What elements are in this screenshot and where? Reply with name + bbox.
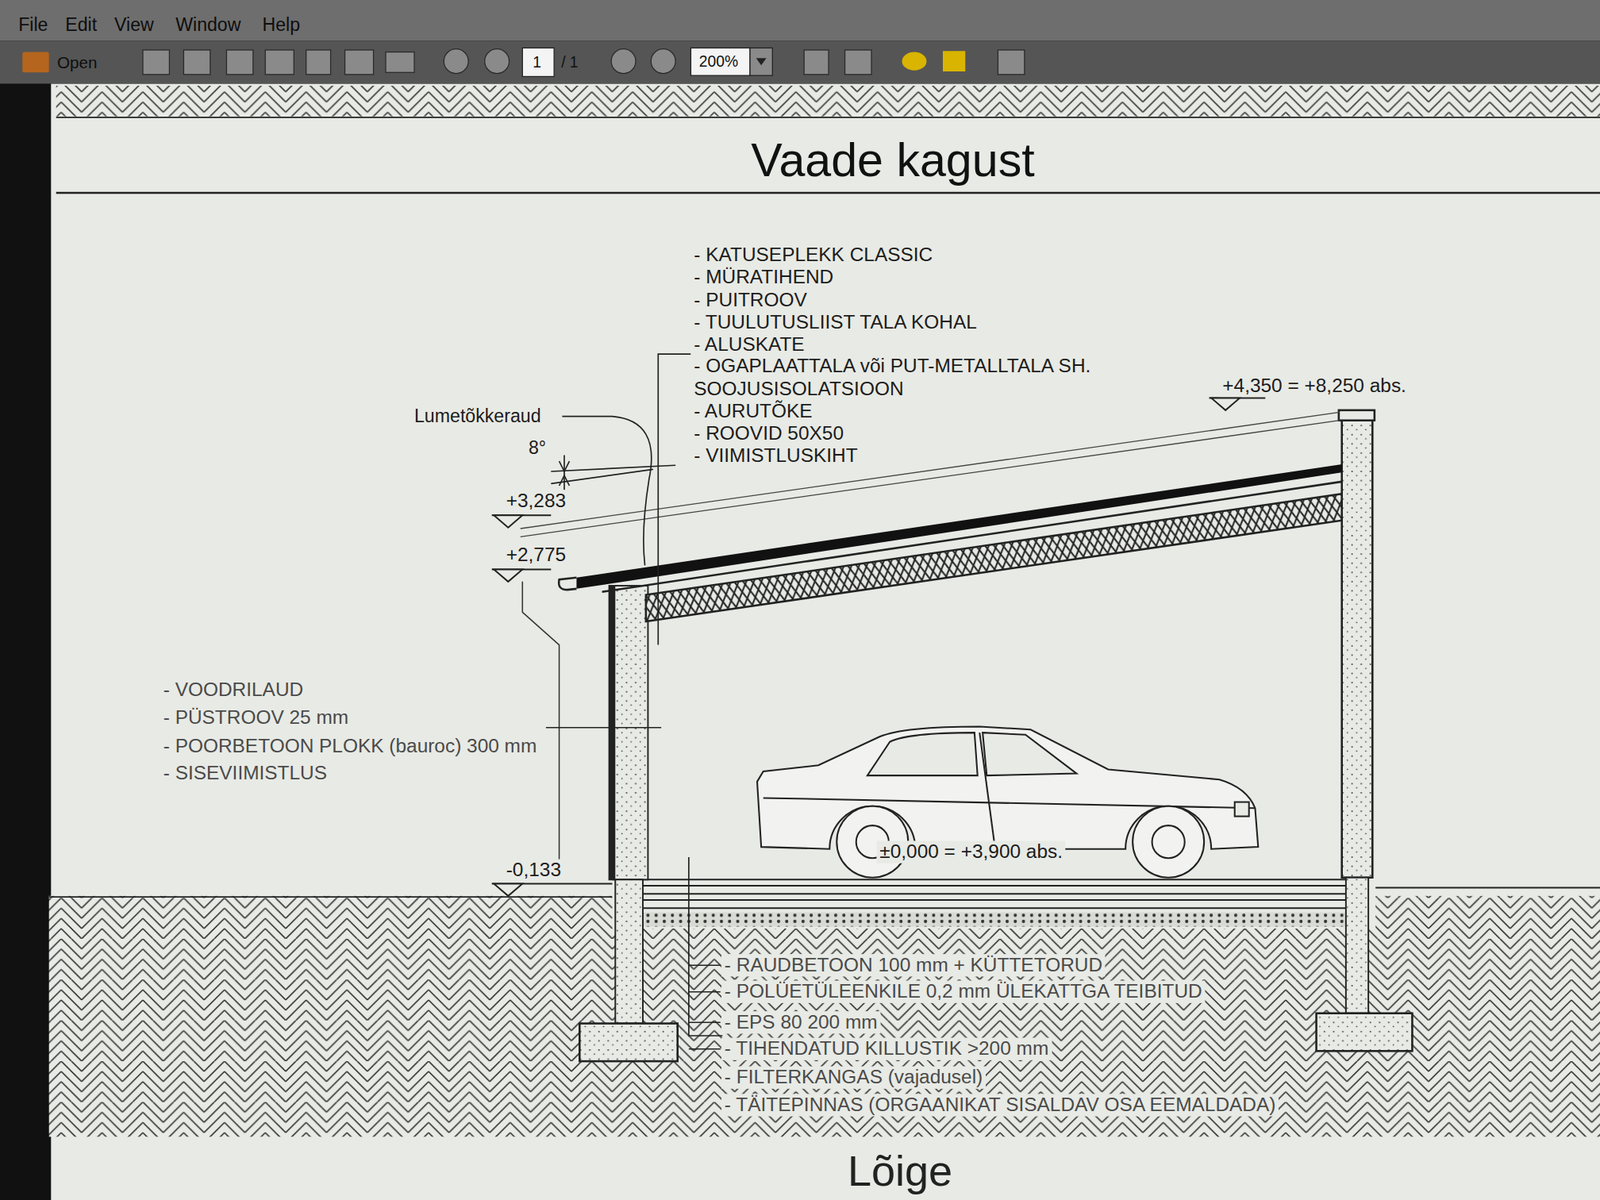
menu-item: Window (175, 13, 241, 36)
layer-note: - TIHENDATUD KILLUSTIK >200 mm (721, 1038, 1052, 1061)
menu-item: Help (261, 13, 300, 36)
level-mark: ±0,000 = +3,900 abs. (876, 840, 1066, 863)
menu-item: File (18, 13, 48, 36)
layer-note: - TUULUTUSLIIST TALA KOHAL (690, 311, 980, 334)
layer-note: - KATUSEPLEKK CLASSIC (690, 243, 936, 266)
layer-note: - OGAPLAATTALA või PUT-METALLTALA SH. SO… (690, 354, 1146, 400)
layer-note: - RAUDBETOON 100 mm + KÜTTETORUD (721, 953, 1106, 977)
layer-note: - MÜRATIHEND (690, 266, 837, 289)
page-number: 1 (532, 53, 542, 72)
layer-note: - AURUTÕKE (690, 400, 816, 423)
car-drawing (757, 726, 1258, 877)
layer-note: - ALUSKATE (690, 333, 808, 356)
angle-label: 8° (525, 436, 550, 459)
level-mark: +3,283 (503, 489, 570, 512)
layer-note: - POORBETOON PLOKK (bauroc) 300 mm (160, 734, 540, 758)
layer-note: - PÜSTROOV 25 mm (160, 706, 352, 729)
level-mark: +4,350 = +8,250 abs. (1219, 374, 1409, 397)
layer-note: - TÄITEPINNAS (ORGAANIKAT SISALDAV OSA E… (721, 1093, 1279, 1116)
menu-item: Edit (65, 13, 97, 36)
layer-note: - PUITROOV (690, 288, 810, 312)
level-mark: +2,775 (503, 543, 570, 566)
layer-note: - EPS 80 200 mm (721, 1011, 881, 1034)
layer-note: - FILTERKANGAS (vajadusel) (721, 1066, 986, 1089)
drawing-title: Vaade kagust (750, 131, 1035, 189)
layer-note: - VOODRILAUD (160, 678, 307, 701)
level-mark: -0,133 (503, 859, 565, 882)
layer-note: - SISEVIIMISTLUS (160, 761, 331, 785)
menu-item: View (114, 13, 154, 36)
layer-note: - POLÜETÜLEENKILE 0,2 mm ÜLEKATTGA TEIBI… (721, 980, 1206, 1004)
zoom-value: 200% (699, 52, 739, 71)
layer-note: - VIIMISTLUSKIHT (690, 445, 861, 468)
toolbar-button: Open (57, 52, 97, 72)
layer-note: - ROOVID 50X50 (690, 422, 847, 445)
section-heading: Lõige (847, 1146, 953, 1197)
page-count: / 1 (561, 53, 578, 72)
part-label: Lumetõkkeraud (411, 404, 544, 427)
